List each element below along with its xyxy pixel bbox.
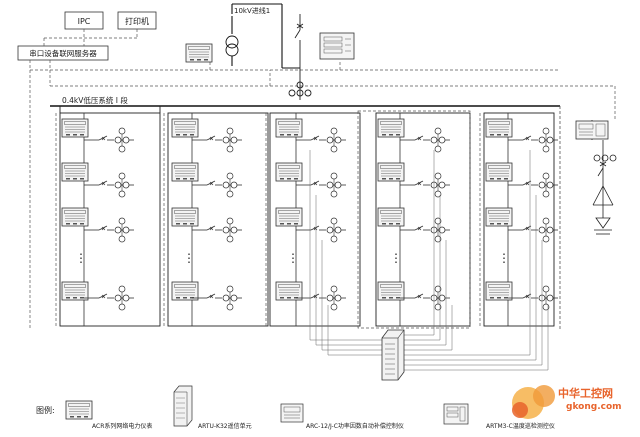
comm-lines-top — [29, 29, 616, 328]
incoming-feeder — [225, 3, 300, 69]
k32-unit-diagram — [381, 329, 405, 381]
watermark-url: gkong.com — [566, 402, 622, 412]
panel-1: ⋮ — [55, 106, 161, 327]
incoming-label-box — [228, 4, 278, 16]
incoming-meter-left — [185, 43, 213, 63]
panel-5: ⋮ — [479, 112, 559, 327]
legend-icon-k32 — [173, 385, 193, 427]
capacitor-section — [559, 106, 617, 330]
ellipsis-5: ⋮ — [498, 251, 510, 265]
watermark-cn: 中华工控网 — [558, 386, 613, 400]
incoming-switch — [288, 14, 312, 100]
legend-icon-temp — [443, 403, 469, 425]
legend-label-2: ARC-12/J-C功率因数自动补偿控制仪 — [306, 422, 404, 430]
printer-label: 打印机 — [125, 16, 149, 26]
panel-3: ⋮ — [265, 112, 361, 327]
incoming-label: 10kV进线1 — [234, 6, 270, 15]
server-label: 串口设备联网服务器 — [29, 48, 97, 58]
ellipsis-1: ⋮ — [75, 251, 87, 265]
panel-4: ⋮ — [357, 110, 471, 329]
legend-label-0: ACR系列网络电力仪表 — [92, 422, 152, 430]
legend-title: 图例: — [36, 405, 55, 415]
server-box — [17, 45, 109, 61]
legend-icon-meter — [65, 400, 93, 420]
legend-label-1: ARTU-K32遥信单元 — [198, 422, 252, 430]
incoming-meter-right — [319, 32, 355, 60]
ellipsis-4: ⋮ — [390, 251, 402, 265]
capacitor-controller — [575, 120, 609, 140]
panel-2: ⋮ — [163, 112, 269, 327]
watermark-logo: 中华工控网 gkong.com — [512, 385, 622, 419]
legend-label-3: ARTM3-C温度巡检测控仪 — [486, 422, 555, 430]
ellipsis-2: ⋮ — [183, 251, 195, 265]
ipc-label: IPC — [78, 17, 91, 26]
signal-wires — [309, 150, 549, 371]
bus-label: 0.4kV低压系统 I 段 — [62, 95, 128, 105]
ellipsis-3: ⋮ — [287, 251, 299, 265]
legend-icon-controller — [280, 403, 304, 423]
